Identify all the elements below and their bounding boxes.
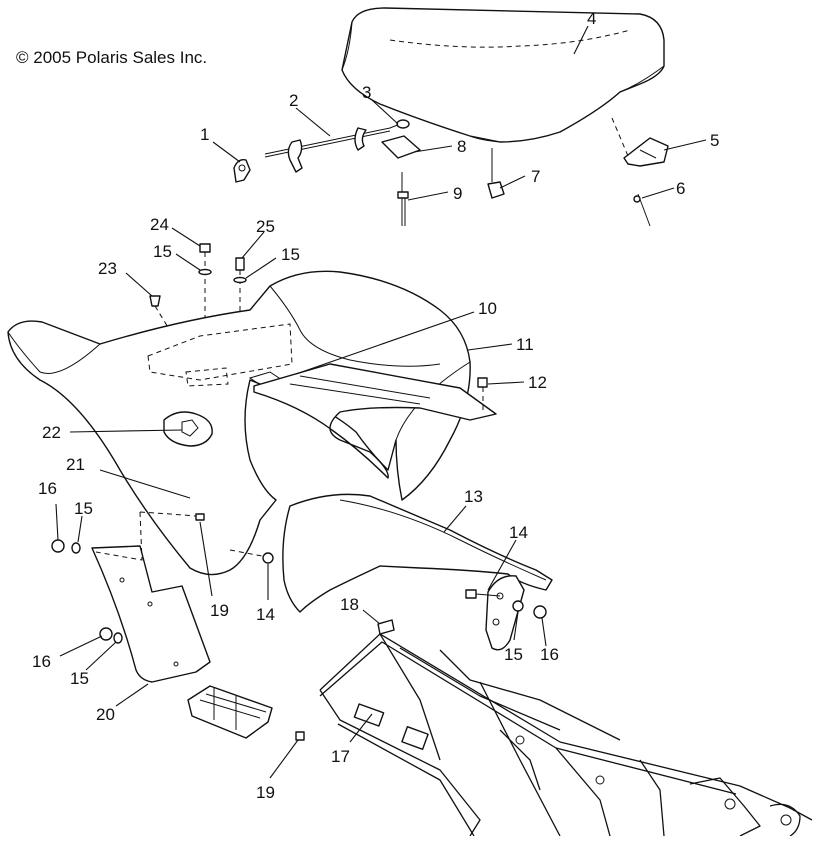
decal [163, 411, 213, 447]
callout-5: 5 [710, 131, 719, 150]
seat-bracket [611, 117, 669, 167]
screw [633, 193, 651, 227]
nut-16-upper-left [51, 539, 65, 553]
side-fender [282, 493, 553, 613]
clip [477, 377, 488, 410]
callout-15-lower-left: 15 [70, 669, 89, 688]
nut-16-bracket [533, 605, 547, 619]
callout-16-lower-left: 16 [32, 652, 51, 671]
callout-12: 12 [528, 373, 547, 392]
callout-4: 4 [587, 9, 596, 28]
callout-3: 3 [362, 83, 371, 102]
callout-10: 10 [478, 299, 497, 318]
callout-1: 1 [200, 125, 209, 144]
bolt [397, 172, 409, 226]
callout-15-bracket: 15 [504, 645, 523, 664]
washer-15-upper-left [71, 542, 81, 554]
washer-15-left [198, 268, 212, 276]
mud-flap [91, 545, 211, 683]
callout-16-bracket: 16 [540, 645, 559, 664]
callout-22: 22 [42, 423, 61, 442]
callout-24: 24 [150, 215, 169, 234]
screw-19-fender [195, 513, 205, 521]
bolt-14-right [465, 589, 501, 599]
callout-17: 17 [331, 747, 350, 766]
copyright-notice: © 2005 Polaris Sales Inc. [16, 48, 208, 67]
callout-labels: 1 2 3 4 5 6 7 8 9 10 11 12 13 14 14 15 1… [32, 9, 719, 802]
screw-19-lower [295, 731, 305, 741]
callout-14-fender: 14 [256, 605, 275, 624]
frame [319, 633, 813, 837]
grommet [487, 148, 505, 199]
callout-8: 8 [457, 137, 466, 156]
callout-19-fender: 19 [210, 601, 229, 620]
frame-plug-18 [377, 619, 395, 635]
seat [341, 7, 665, 143]
nut-14-fender [262, 552, 274, 564]
footrest-bracket [485, 575, 525, 651]
latch-cable-assembly [264, 119, 410, 173]
callout-13: 13 [464, 487, 483, 506]
fender-liner [253, 363, 497, 479]
callout-18: 18 [340, 595, 359, 614]
callout-16-upper-left: 16 [38, 479, 57, 498]
washer-15-right [233, 276, 247, 284]
spring-clip [233, 158, 251, 183]
footrest-step [187, 685, 273, 739]
callout-20: 20 [96, 705, 115, 724]
washer-15-lower-left [113, 632, 123, 644]
callout-21: 21 [66, 455, 85, 474]
callout-15-top-left: 15 [153, 242, 172, 261]
callout-23: 23 [98, 259, 117, 278]
leader-lines [55, 25, 707, 779]
callout-11: 11 [516, 335, 534, 354]
callout-14-right: 14 [509, 523, 528, 542]
latch-plate [381, 135, 421, 159]
callout-2: 2 [289, 91, 298, 110]
callout-7: 7 [531, 167, 540, 186]
callout-6: 6 [676, 179, 685, 198]
callout-19-lower: 19 [256, 783, 275, 802]
callout-15-upper-left: 15 [74, 499, 93, 518]
nut-16-lower-left [99, 627, 113, 641]
callout-25: 25 [256, 217, 275, 236]
callout-9: 9 [453, 184, 462, 203]
callout-15-top-right: 15 [281, 245, 300, 264]
washer-15-bracket [512, 600, 524, 612]
mud-flap-mount-lines [95, 511, 263, 561]
